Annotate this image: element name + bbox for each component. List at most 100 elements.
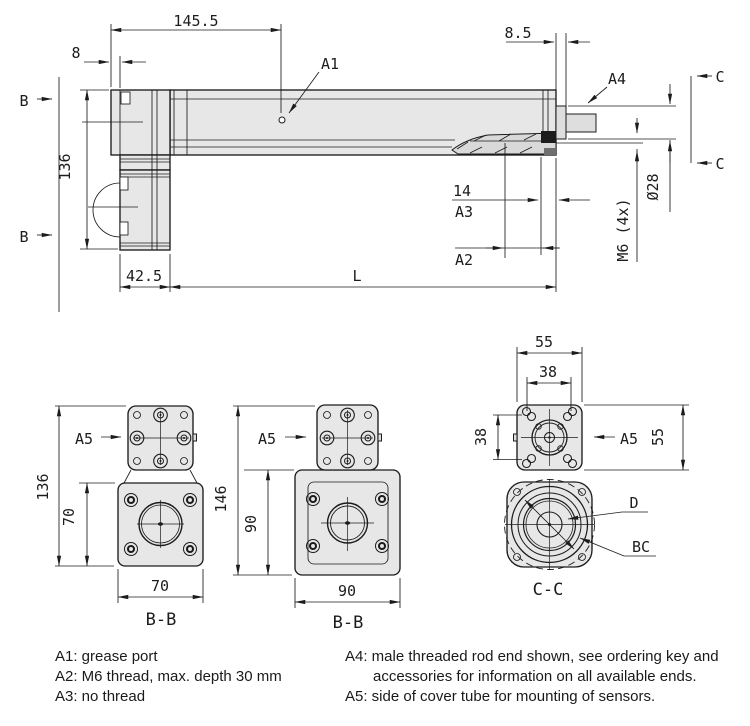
dim-d28: Ø28 [644, 84, 673, 212]
dim-m6-value: M6 (4x) [614, 198, 632, 261]
plate-screws [319, 407, 376, 469]
dim-8-value: 8 [71, 44, 80, 62]
dim-38-left: 38 [472, 414, 522, 460]
caption-cc: C-C [533, 580, 564, 600]
dim-70h-value: 70 [151, 577, 169, 595]
dim-55t-value: 55 [535, 333, 553, 351]
dim-70v-value: 70 [60, 508, 78, 526]
label-a5: A5 [258, 430, 276, 448]
label-a5: A5 [620, 430, 638, 448]
motor-block [119, 169, 171, 251]
dim-146-value: 146 [212, 485, 230, 512]
section-bb-small: 136 70 A5 70 B-B [34, 405, 204, 630]
dim-55-right: 55 [584, 404, 689, 471]
label-a4: A4 [608, 70, 626, 88]
section-b-label-bottom: B [19, 228, 28, 246]
dim-90h-value: 90 [338, 582, 356, 600]
caption-bb-small: B-B [146, 610, 177, 630]
section-b-marks: B B [19, 77, 60, 312]
label-a5: A5 [75, 430, 93, 448]
flange-hub [531, 419, 568, 456]
dim-42-5: 42.5 [119, 254, 171, 292]
leader-a5-bb-large: A5 [258, 430, 307, 448]
dim-145-5-value: 145.5 [173, 12, 218, 30]
dim-90-vertical: 90 [242, 469, 294, 576]
label-bc: BC [632, 538, 650, 556]
section-bb-large: 146 90 A5 90 B-B [212, 404, 401, 633]
section-c-label-bottom: C [715, 155, 724, 173]
main-side-view: 145.5 8 8.5 B B [19, 12, 725, 312]
dim-90-horizontal: 90 [294, 578, 401, 608]
flange-tab [513, 433, 518, 442]
label-a2: A2 [455, 251, 473, 269]
note-a4-line1: A4: male threaded rod end shown, see ord… [345, 648, 719, 665]
dim-38t-value: 38 [539, 363, 557, 381]
dim-146: 146 [212, 405, 315, 576]
dim-90v-value: 90 [242, 515, 260, 533]
shaft-diameter-line [524, 499, 575, 550]
hatch-lines [456, 133, 537, 154]
dim-38-top: 38 [526, 363, 572, 411]
section-cc: 55 38 38 55 A5 D [472, 333, 689, 600]
rod-end-cutaway [451, 131, 557, 155]
dim-8-5: 8.5 [504, 24, 590, 110]
section-c-label-top: C [715, 68, 724, 86]
rear-flange-lines [119, 90, 170, 170]
leader-a4: A4 [587, 70, 626, 104]
dim-L-value: L [352, 267, 361, 285]
label-a3: A3 [455, 203, 473, 221]
dim-14-value: 14 [453, 182, 471, 200]
section-c-marks: C C [690, 68, 725, 173]
dim-L: L [169, 158, 557, 292]
label-d: D [629, 494, 638, 512]
dim-55-top: 55 [516, 333, 583, 402]
note-a2: A2: M6 thread, max. depth 30 mm [55, 668, 282, 685]
section-b-label-top: B [19, 92, 28, 110]
leader-a1: A1 [278, 55, 339, 124]
dim-136-bb-value: 136 [34, 473, 52, 500]
note-a5: A5: side of cover tube for mounting of s… [345, 688, 655, 705]
housing-corner-holes [513, 488, 586, 561]
leader-d: D [567, 494, 648, 520]
plate-screws [129, 407, 192, 469]
leader-a5-bb-small: A5 [75, 430, 122, 448]
body-screws [306, 492, 389, 553]
dim-14-a3-a2: 14 A3 A2 [452, 143, 590, 269]
bolt-circle-dashed [504, 479, 595, 570]
caption-bb-large: B-B [333, 613, 364, 633]
leader-bc: BC [579, 537, 656, 557]
motor-cap-arc [92, 182, 121, 238]
dim-70-horizontal: 70 [117, 569, 204, 603]
notes: A1: grease port A2: M6 thread, max. dept… [55, 648, 719, 705]
note-a3: A3: no thread [55, 688, 145, 705]
rod-end-extension-lines [556, 105, 676, 144]
plate-tab [192, 433, 197, 442]
dim-145-5: 145.5 [110, 12, 282, 113]
label-a1: A1 [321, 55, 339, 73]
flange-corner-holes [521, 406, 578, 469]
dim-136-value: 136 [56, 153, 74, 180]
dim-70-vertical: 70 [60, 482, 115, 567]
motor-block-lines [92, 170, 170, 250]
leader-a5-cc: A5 [593, 430, 638, 448]
centerline-marks [82, 121, 143, 208]
dim-8-5-value: 8.5 [504, 24, 531, 42]
note-a4-line2: accessories for information on all avail… [373, 668, 697, 685]
dim-55r-value: 55 [649, 428, 667, 446]
dim-136-main: 136 [56, 89, 118, 250]
dim-38l-value: 38 [472, 428, 490, 446]
body-screws [124, 493, 197, 556]
inner-face [307, 481, 389, 565]
dim-d28-value: Ø28 [644, 173, 662, 200]
plate-holes [323, 411, 372, 465]
plate-holes [133, 411, 188, 465]
plate-tab [377, 433, 382, 442]
front-boss [555, 105, 567, 140]
hub-bolt-holes [535, 423, 564, 452]
dim-42-5-value: 42.5 [126, 267, 162, 285]
grease-port [278, 116, 286, 124]
note-a1: A1: grease port [55, 648, 158, 665]
flange-foot [119, 154, 171, 171]
